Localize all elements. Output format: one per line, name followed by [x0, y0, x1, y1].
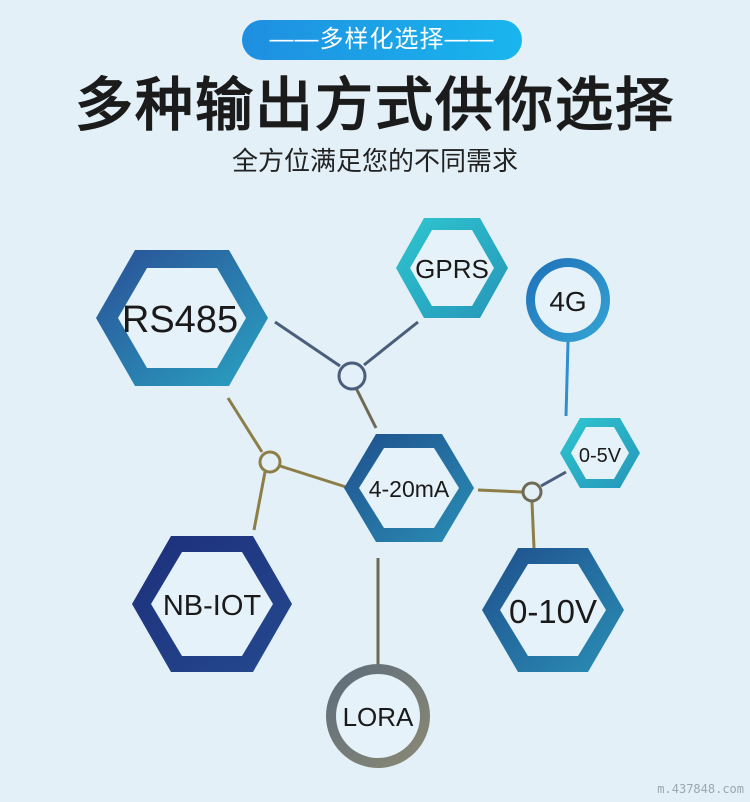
node-nb-iot: NB-IOT — [132, 536, 292, 672]
label-4-20ma: 4-20mA — [369, 476, 450, 502]
section-badge: ——多样化选择—— — [242, 20, 522, 60]
label-gprs: GPRS — [415, 254, 489, 284]
node-lora: LORA — [326, 664, 430, 768]
watermark: m.437848.com — [657, 782, 744, 796]
label-lora: LORA — [343, 702, 414, 732]
line-hub2-420ma — [279, 464, 347, 489]
label-0-10v: 0-10V — [509, 593, 597, 630]
node-0-10v: 0-10V — [482, 548, 624, 672]
page-title: 多种输出方式供你选择 — [74, 73, 675, 138]
line-hub3-010v — [530, 501, 536, 549]
junction-ring-left — [258, 450, 282, 474]
node-0-5v: 0-5V — [560, 418, 640, 488]
line-rs485-hub2 — [226, 397, 264, 453]
line-gprs-hub — [363, 320, 419, 367]
junction-ring-top — [337, 361, 367, 391]
label-rs485: RS485 — [122, 299, 238, 341]
node-gprs: GPRS — [396, 218, 508, 318]
line-420ma-hub3 — [477, 488, 523, 494]
page-subtitle: 全方位满足您的不同需求 — [231, 146, 518, 176]
connector-lines — [226, 320, 570, 668]
label-nb-iot: NB-IOT — [163, 590, 262, 622]
node-4-20ma: 4-20mA — [344, 434, 474, 542]
line-hub-420ma — [354, 387, 378, 429]
line-hub3-05v — [540, 470, 567, 488]
node-rs485: RS485 — [96, 250, 268, 386]
line-4g-05v — [564, 341, 570, 417]
label-0-5v: 0-5V — [579, 445, 622, 467]
line-hub2-nbiot — [252, 471, 267, 531]
label-4g: 4G — [549, 286, 586, 317]
junction-ring-right — [521, 481, 543, 503]
node-4g: 4G — [526, 258, 610, 342]
line-rs485-hub — [274, 320, 341, 368]
